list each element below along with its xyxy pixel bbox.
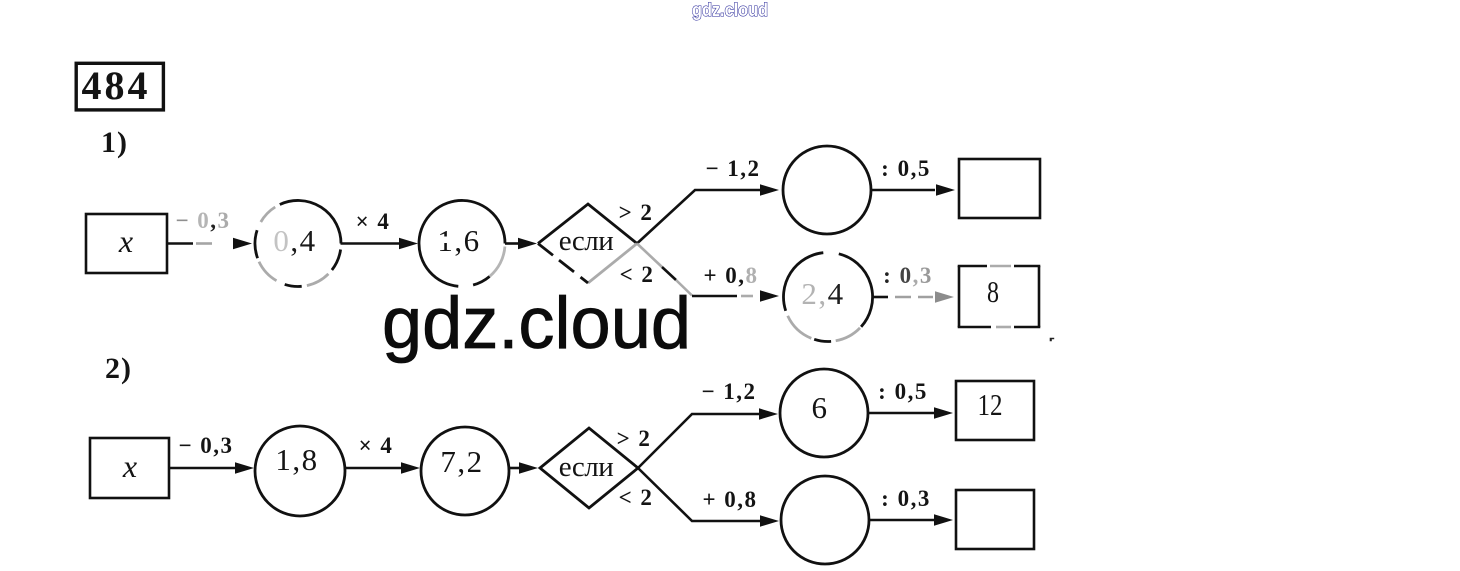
svg-text:− 1,2: − 1,2 <box>701 379 756 404</box>
svg-text:gdz.cloud: gdz.cloud <box>382 283 691 364</box>
svg-text:x: x <box>122 448 137 484</box>
svg-text:> 2: > 2 <box>619 200 654 225</box>
svg-text:: 0,3: : 0,3 <box>881 486 931 511</box>
svg-text:: 0,5: : 0,5 <box>881 156 931 181</box>
svg-text:x: x <box>118 223 133 259</box>
svg-text:− 0,3: − 0,3 <box>178 433 233 458</box>
svg-text:< 2: < 2 <box>619 485 654 510</box>
svg-text:× 4: × 4 <box>359 433 394 458</box>
svg-text:< 2: < 2 <box>620 262 655 287</box>
svg-text:0,4: 0,4 <box>273 223 316 258</box>
svg-text:× 4: × 4 <box>356 209 391 234</box>
svg-text:> 2: > 2 <box>617 426 652 451</box>
svg-text:12: 12 <box>978 387 1003 422</box>
svg-text:: 0,3: : 0,3 <box>883 263 933 288</box>
svg-text:1): 1) <box>101 126 128 159</box>
svg-text:+ 0,8: + 0,8 <box>703 263 758 288</box>
svg-text:если: если <box>559 225 613 257</box>
svg-text:2): 2) <box>105 352 132 385</box>
svg-text:+ 0,8: + 0,8 <box>702 487 757 512</box>
svg-text:: 0,5: : 0,5 <box>878 379 928 404</box>
svg-text:2,4: 2,4 <box>801 276 844 311</box>
svg-text:7,2: 7,2 <box>440 444 483 479</box>
svg-text:− 0,3: − 0,3 <box>175 208 230 233</box>
svg-text:gdz.cloud: gdz.cloud <box>692 0 768 20</box>
svg-text:484: 484 <box>82 63 151 108</box>
svg-text:6: 6 <box>812 390 829 425</box>
svg-text:− 1,2: − 1,2 <box>705 156 760 181</box>
svg-text:8: 8 <box>987 274 999 309</box>
svg-text:1,8: 1,8 <box>275 442 318 477</box>
svg-text:если: если <box>559 451 613 483</box>
